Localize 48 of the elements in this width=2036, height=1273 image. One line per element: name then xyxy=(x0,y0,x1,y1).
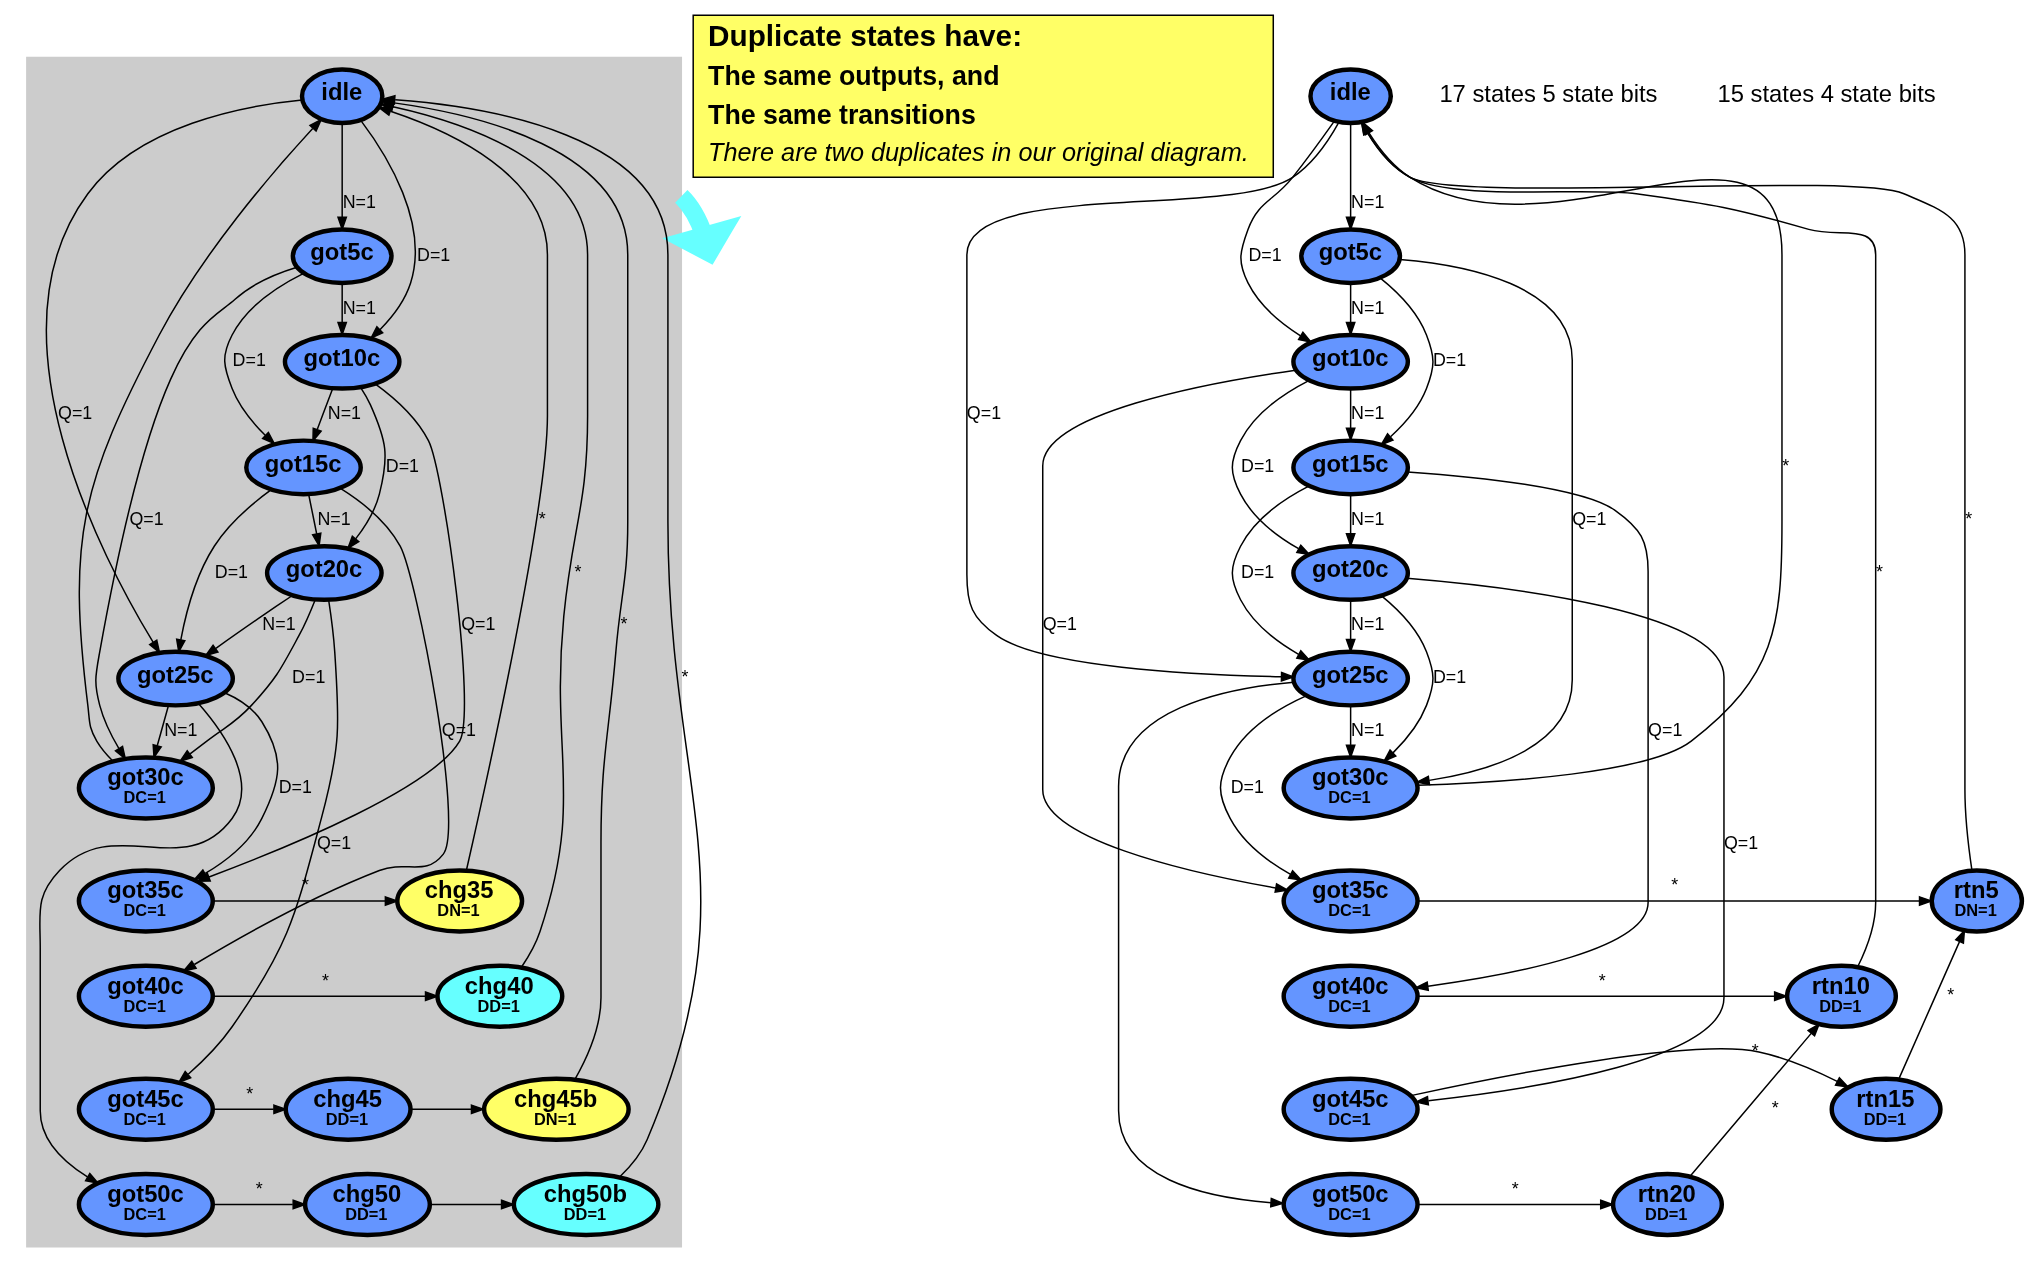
edge-label: D=1 xyxy=(1230,776,1264,797)
edge-label: Q=1 xyxy=(57,402,92,423)
edge-label: D=1 xyxy=(1432,666,1466,687)
edge-label: D=1 xyxy=(1240,455,1274,476)
edge-label: N=1 xyxy=(316,508,351,529)
edge-label: * xyxy=(321,970,329,991)
edge-label: * xyxy=(1511,1178,1519,1199)
edge-label: D=1 xyxy=(416,244,450,265)
edge-label: * xyxy=(1771,1097,1779,1118)
edge-label: * xyxy=(573,561,581,582)
edge-label: D=1 xyxy=(1432,349,1466,370)
edge-label: N=1 xyxy=(1350,719,1384,740)
edge-label: N=1 xyxy=(342,191,376,212)
edge-label: * xyxy=(538,508,546,529)
edge-label: Q=1 xyxy=(1647,719,1682,740)
edge-label: N=1 xyxy=(327,402,361,423)
edge-label: D=1 xyxy=(214,561,248,582)
edge-label: * xyxy=(1670,874,1678,895)
edge-label: N=1 xyxy=(163,719,197,740)
edge-label: Q=1 xyxy=(1723,832,1758,853)
label: 15 states 4 state bits xyxy=(1717,79,1936,107)
edge-label: Q=1 xyxy=(460,613,495,634)
edge-label: N=1 xyxy=(1350,297,1384,318)
edge-label: D=1 xyxy=(1248,244,1282,265)
edge-label: N=1 xyxy=(261,613,296,634)
edge-label: * xyxy=(681,666,688,687)
edge-label: Q=1 xyxy=(1571,508,1606,529)
edge-label: Q=1 xyxy=(1042,613,1077,634)
edge-label: * xyxy=(1751,1040,1759,1061)
edge-label: Q=1 xyxy=(316,832,351,853)
edge-label: N=1 xyxy=(1350,508,1384,529)
edge-label: * xyxy=(620,613,628,634)
edge-label: D=1 xyxy=(385,455,419,476)
edge-label: D=1 xyxy=(232,349,266,370)
edge-label: N=1 xyxy=(342,297,376,318)
label: 17 states 5 state bits xyxy=(1438,79,1658,107)
edge-label: N=1 xyxy=(1350,402,1384,423)
edge-label: D=1 xyxy=(1240,561,1274,582)
edge-label: * xyxy=(1598,970,1606,991)
edge-label: * xyxy=(255,1178,263,1199)
edge-label: * xyxy=(1875,561,1883,582)
edge-label: N=1 xyxy=(1350,613,1384,634)
edge-label: * xyxy=(1946,984,1954,1005)
edge-label: N=1 xyxy=(1350,191,1384,212)
edge-label: * xyxy=(245,1083,253,1104)
edge-label: D=1 xyxy=(291,666,325,687)
edge-label: Q=1 xyxy=(128,508,164,529)
edge-label: D=1 xyxy=(278,776,312,797)
